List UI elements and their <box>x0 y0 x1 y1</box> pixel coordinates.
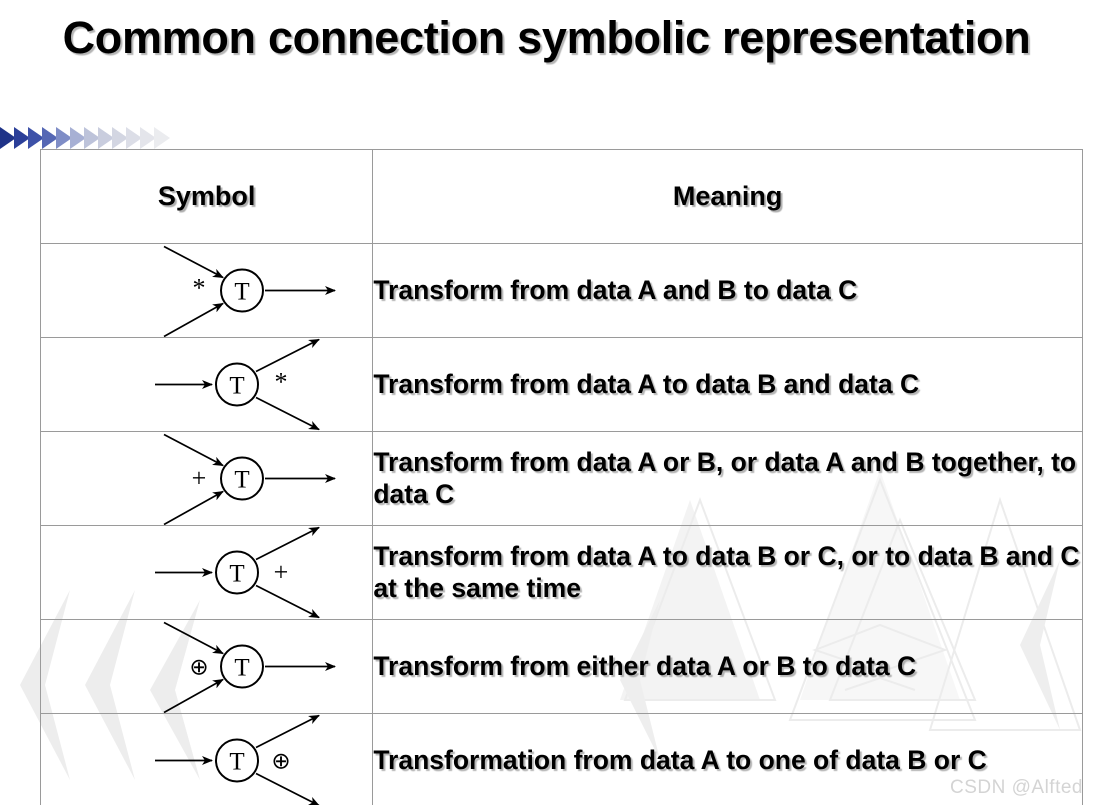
decorative-arrow-ribbon <box>0 127 170 149</box>
meaning-cell: Transform from data A to data B or C, or… <box>372 525 1083 620</box>
table-row: T+Transform from data A to data B or C, … <box>39 525 1083 620</box>
data-flow-arrow <box>163 433 224 467</box>
transform-node-label: T <box>229 373 244 400</box>
data-flow-arrow <box>255 714 320 749</box>
ribbon-arrow-icon <box>140 127 156 149</box>
meaning-cell: Transform from either data A or B to dat… <box>372 619 1083 714</box>
meaning-cell: Transform from data A or B, or data A an… <box>372 431 1083 526</box>
data-flow-arrow <box>255 526 320 561</box>
data-flow-arrow <box>163 678 224 713</box>
symbol-cell: T* <box>39 243 374 338</box>
meaning-cell: Transform from data A to data B and data… <box>372 337 1083 432</box>
table-row: T*Transform from data A to data B and da… <box>39 337 1083 432</box>
table-row: T⊕Transformation from data A to one of d… <box>39 713 1083 805</box>
connection-operator-icon: ⊕ <box>271 749 290 774</box>
data-flow-arrow <box>163 490 224 525</box>
symbol-cell: T⊕ <box>39 713 374 805</box>
data-flow-arrow <box>163 245 224 279</box>
meaning-cell: Transform from data A and B to data C <box>372 243 1083 338</box>
transform-node-diagram: T+ <box>163 433 336 525</box>
data-flow-arrow <box>255 396 320 431</box>
ribbon-arrow-icon <box>98 127 114 149</box>
transform-node-label: T <box>234 467 249 494</box>
data-flow-arrow <box>255 584 320 619</box>
transform-node-label: T <box>234 655 249 682</box>
transform-node-circle <box>219 644 264 689</box>
ribbon-arrow-icon <box>42 127 58 149</box>
table-header-row: Symbol Meaning <box>39 149 1083 244</box>
ribbon-arrow-icon <box>28 127 44 149</box>
connection-operator-icon: * <box>192 274 205 303</box>
column-header-meaning: Meaning <box>372 149 1083 244</box>
ribbon-arrow-icon <box>126 127 142 149</box>
transform-node-circle <box>214 738 259 783</box>
transform-node-label: T <box>229 561 244 588</box>
transform-node-circle <box>214 362 259 407</box>
transform-node-diagram: T* <box>154 338 320 431</box>
ribbon-arrow-icon <box>154 127 170 149</box>
transform-node-label: T <box>229 749 244 776</box>
transform-node-diagram: T+ <box>154 526 320 619</box>
table-row: T+Transform from data A or B, or data A … <box>39 431 1083 526</box>
symbol-cell: T⊕ <box>39 619 374 714</box>
data-flow-arrow <box>163 621 224 655</box>
ribbon-arrow-icon <box>112 127 128 149</box>
column-header-symbol: Symbol <box>39 149 374 244</box>
symbol-cell: T+ <box>39 525 374 620</box>
ribbon-arrow-icon <box>70 127 86 149</box>
ribbon-arrow-icon <box>0 127 16 149</box>
data-flow-arrow <box>255 338 320 373</box>
connection-operator-icon: + <box>273 558 288 587</box>
symbol-meaning-table: Symbol Meaning T*Transform from data A a… <box>39 149 1083 805</box>
table-row: T⊕Transform from either data A or B to d… <box>39 619 1083 714</box>
symbol-cell: T+ <box>39 431 374 526</box>
table-row: T*Transform from data A and B to data C <box>39 243 1083 338</box>
transform-node-circle <box>219 268 264 313</box>
connection-operator-icon: ⊕ <box>189 655 208 680</box>
transform-node-circle <box>214 550 259 595</box>
ribbon-arrow-icon <box>84 127 100 149</box>
ribbon-arrow-icon <box>56 127 72 149</box>
page-title: Common connection symbolic representatio… <box>62 12 1031 63</box>
connection-operator-icon: * <box>274 368 287 397</box>
transform-node-label: T <box>234 279 249 306</box>
data-flow-arrow <box>163 302 224 337</box>
transform-node-diagram: T⊕ <box>163 621 336 713</box>
symbol-cell: T* <box>39 337 374 432</box>
data-flow-arrow <box>255 772 320 805</box>
connection-operator-icon: + <box>191 464 206 493</box>
transform-node-circle <box>219 456 264 501</box>
csdn-watermark: CSDN @Alfted <box>950 777 1083 798</box>
transform-node-diagram: T⊕ <box>154 714 320 805</box>
ribbon-arrow-icon <box>14 127 30 149</box>
transform-node-diagram: T* <box>163 245 336 337</box>
